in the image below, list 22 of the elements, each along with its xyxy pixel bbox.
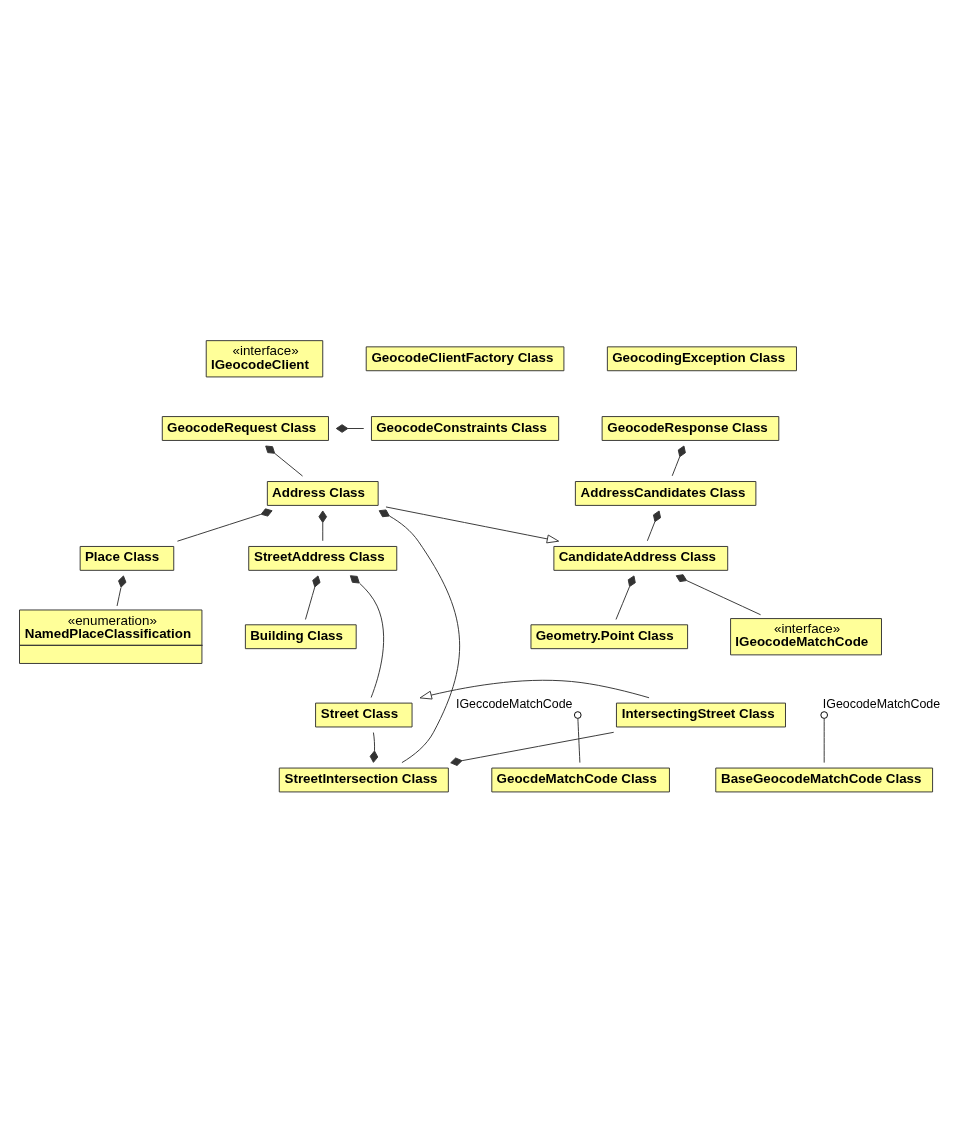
- arrow: [419, 679, 650, 699]
- connector: [265, 445, 304, 477]
- connector: [304, 574, 321, 620]
- node-circle: [820, 710, 828, 719]
- connector: [378, 508, 461, 763]
- connector: [176, 507, 273, 542]
- connector: [675, 573, 762, 615]
- connector: [615, 574, 636, 620]
- node-circle: [573, 710, 582, 719]
- node-label: IGeccodeMatchCode: [455, 696, 573, 711]
- connector: [349, 574, 385, 698]
- connector: [335, 423, 365, 433]
- connector: [671, 445, 686, 476]
- arrow: [385, 505, 560, 543]
- connector: [823, 717, 825, 763]
- connector: [577, 717, 581, 763]
- connector: [450, 731, 615, 766]
- connector: [318, 510, 328, 541]
- connector: [369, 731, 379, 763]
- connector: [116, 574, 127, 606]
- node-label: IGeocodeMatchCode: [822, 696, 941, 711]
- connector: [646, 510, 662, 541]
